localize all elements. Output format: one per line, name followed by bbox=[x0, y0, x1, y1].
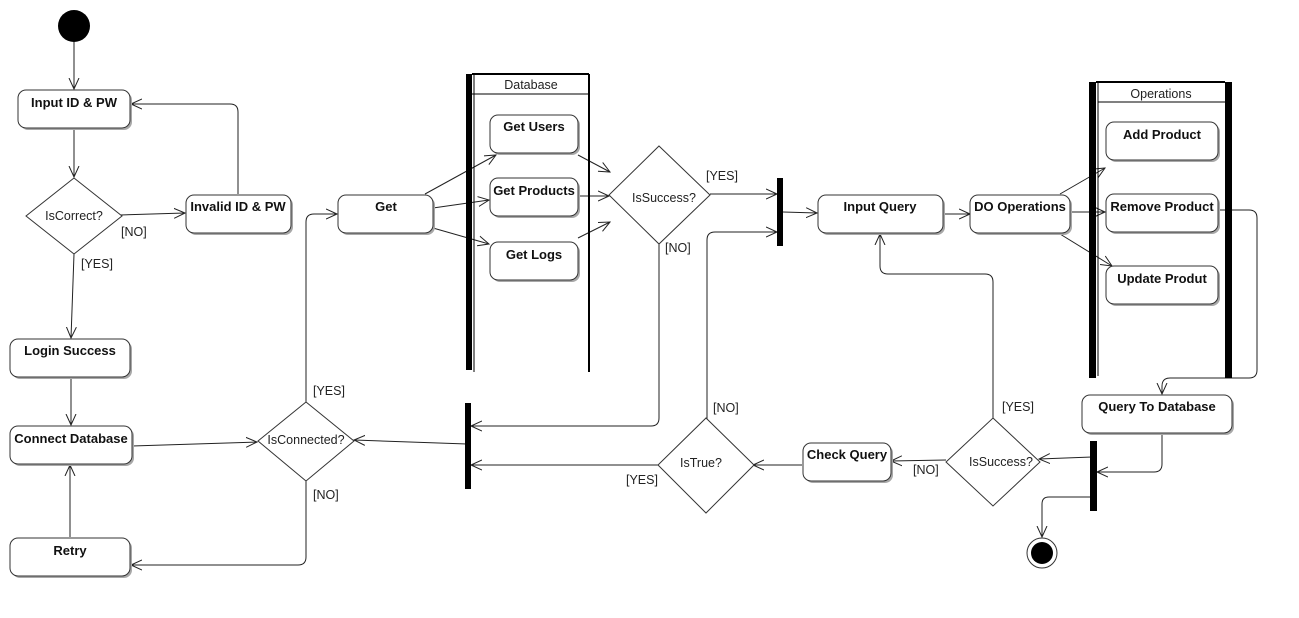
edge-join-to-issuccess bbox=[1039, 457, 1093, 459]
join-bar-bottom-right bbox=[1090, 441, 1097, 511]
action-update-product: Update Produt bbox=[1105, 265, 1220, 306]
guard-is-success-top-no: [NO] bbox=[665, 241, 691, 255]
action-input-query-label: Input Query bbox=[844, 199, 918, 214]
action-check-query-label: Check Query bbox=[807, 447, 888, 462]
guard-is-success-bottom-yes: [YES] bbox=[1002, 400, 1034, 414]
action-get-products-label: Get Products bbox=[493, 183, 575, 198]
action-login-success: Login Success bbox=[9, 338, 132, 379]
edge-issuccess-to-inputquery bbox=[880, 234, 994, 418]
edge-connect-to-isconnected bbox=[131, 442, 257, 446]
action-get-logs: Get Logs bbox=[489, 241, 580, 282]
edge-users-to-issuccess bbox=[577, 154, 610, 172]
action-invalid-id-pw-label: Invalid ID & PW bbox=[190, 199, 286, 214]
action-query-to-database-label: Query To Database bbox=[1098, 399, 1216, 414]
decision-is-connected: IsConnected? bbox=[257, 401, 355, 482]
action-connect-database-label: Connect Database bbox=[14, 431, 127, 446]
database-lane-title: Database bbox=[504, 78, 558, 92]
guard-is-correct-yes: [YES] bbox=[81, 257, 113, 271]
operations-lane-bar-right bbox=[1225, 82, 1232, 378]
database-partition: Database bbox=[466, 73, 590, 372]
decision-is-correct: IsCorrect? bbox=[25, 177, 123, 255]
edge-logs-to-issuccess bbox=[577, 222, 610, 239]
action-remove-product-label: Remove Product bbox=[1110, 199, 1214, 214]
edge-remove-to-querydb bbox=[1162, 209, 1258, 394]
guard-is-connected-no: [NO] bbox=[313, 488, 339, 502]
edge-get-to-users bbox=[424, 155, 496, 195]
decision-is-connected-label: IsConnected? bbox=[267, 433, 344, 447]
fork-bar-top bbox=[777, 178, 783, 246]
guard-is-connected-yes: [YES] bbox=[313, 384, 345, 398]
action-remove-product: Remove Product bbox=[1105, 193, 1220, 234]
edge-issuccess-to-leftbar bbox=[471, 244, 660, 426]
action-connect-database: Connect Database bbox=[9, 425, 134, 466]
edge-get-to-logs bbox=[432, 227, 489, 244]
action-do-operations: DO Operations bbox=[969, 194, 1072, 235]
decision-is-success-top: IsSuccess? bbox=[608, 145, 711, 245]
guard-is-true-yes: [YES] bbox=[626, 473, 658, 487]
edge-querydb-to-join bbox=[1097, 433, 1163, 472]
action-update-product-label: Update Produt bbox=[1117, 271, 1207, 286]
end-node bbox=[1026, 537, 1058, 569]
action-get: Get bbox=[337, 194, 435, 235]
guard-is-success-bottom-no: [NO] bbox=[913, 463, 939, 477]
action-get-label: Get bbox=[375, 199, 397, 214]
database-lane-bar bbox=[466, 74, 472, 370]
decision-is-success-bottom-label: IsSuccess? bbox=[969, 455, 1033, 469]
action-do-operations-label: DO Operations bbox=[974, 199, 1066, 214]
guard-is-correct-no: [NO] bbox=[121, 225, 147, 239]
decision-is-true: IsTrue? bbox=[657, 417, 755, 514]
edge-issuccess-to-checkquery bbox=[891, 460, 947, 461]
edge-fork-to-inputquery bbox=[782, 212, 817, 213]
action-get-logs-label: Get Logs bbox=[506, 247, 562, 262]
edges bbox=[70, 42, 1258, 565]
edge-leftbar-to-isconnected bbox=[354, 440, 468, 444]
edge-dooperations-to-update bbox=[1059, 233, 1112, 266]
edge-iscorrect-to-invalid bbox=[119, 213, 185, 215]
action-input-id-pw-label: Input ID & PW bbox=[31, 95, 118, 110]
action-invalid-id-pw: Invalid ID & PW bbox=[185, 194, 293, 235]
guard-is-true-no: [NO] bbox=[713, 401, 739, 415]
action-input-id-pw: Input ID & PW bbox=[17, 89, 132, 130]
decision-is-correct-label: IsCorrect? bbox=[45, 209, 103, 223]
start-node bbox=[58, 10, 90, 42]
edge-isconnected-to-get bbox=[305, 214, 337, 402]
action-get-users: Get Users bbox=[489, 114, 580, 155]
action-retry: Retry bbox=[9, 537, 132, 578]
action-retry-label: Retry bbox=[53, 543, 87, 558]
guard-is-success-top-yes: [YES] bbox=[706, 169, 738, 183]
action-add-product: Add Product bbox=[1105, 121, 1220, 162]
edge-join-to-end bbox=[1042, 496, 1092, 537]
edge-isconnected-to-retry bbox=[131, 481, 307, 565]
action-login-success-label: Login Success bbox=[24, 343, 116, 358]
edge-get-to-products bbox=[432, 200, 489, 209]
edge-invalid-to-input bbox=[131, 104, 239, 194]
operations-lane-title: Operations bbox=[1130, 87, 1191, 101]
operations-partition: Operations bbox=[1089, 81, 1232, 378]
join-bar-left bbox=[465, 403, 471, 489]
edge-iscorrect-to-login bbox=[71, 253, 74, 338]
action-get-products: Get Products bbox=[489, 177, 580, 218]
action-check-query: Check Query bbox=[802, 442, 893, 483]
decision-is-true-label: IsTrue? bbox=[680, 456, 722, 470]
decision-is-success-bottom: IsSuccess? bbox=[945, 417, 1041, 507]
action-query-to-database: Query To Database bbox=[1081, 394, 1234, 435]
decision-is-success-top-label: IsSuccess? bbox=[632, 191, 696, 205]
action-get-users-label: Get Users bbox=[503, 119, 564, 134]
action-add-product-label: Add Product bbox=[1123, 127, 1202, 142]
operations-lane-bar-left bbox=[1089, 82, 1096, 378]
edge-istrue-to-fork bbox=[706, 232, 777, 420]
action-input-query: Input Query bbox=[817, 194, 945, 235]
